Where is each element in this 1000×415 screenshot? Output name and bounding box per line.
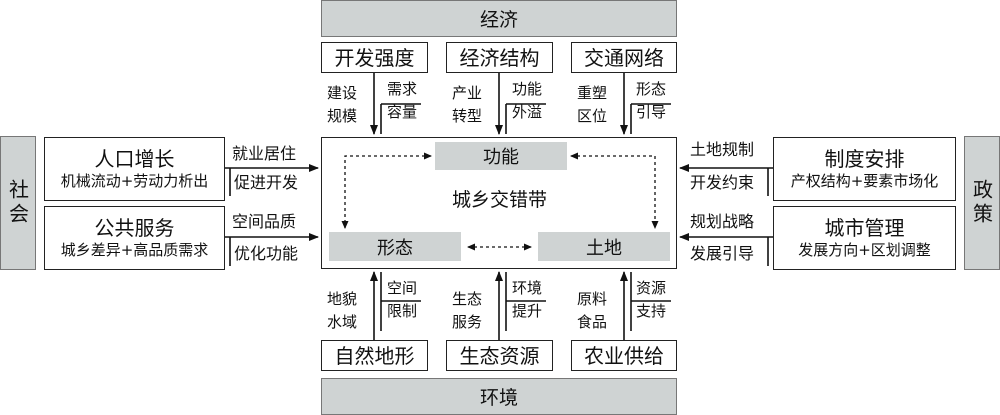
- transport-network-box: 交通网络: [571, 42, 677, 73]
- land-label: 土地: [586, 237, 622, 259]
- function-form-link: [341, 152, 432, 229]
- function-land-link: [570, 152, 659, 229]
- arrow-label: 开发约束: [690, 173, 755, 192]
- arrow-label: 优化功能: [234, 244, 299, 263]
- box-title: 制度安排: [824, 147, 905, 171]
- arrow-label: 地貌水域: [326, 290, 357, 331]
- society-label: 社会: [5, 179, 30, 227]
- policy-label: 政策: [969, 179, 994, 227]
- box-subtitle: 机械流动+劳动力析出: [60, 172, 209, 190]
- arrow-label: 原料食品: [576, 290, 607, 331]
- box-label: 经济结构: [459, 45, 540, 70]
- arrow-label: 环境提升: [511, 279, 542, 320]
- land-node: 土地: [538, 232, 670, 261]
- function-node: 功能: [435, 142, 567, 170]
- natural-terrain-box: 自然地形: [321, 340, 428, 371]
- economic-structure-box: 经济结构: [446, 42, 553, 73]
- population-growth-box: 人口增长 机械流动+劳动力析出: [44, 137, 225, 201]
- form-label: 形态: [377, 237, 413, 259]
- box-label: 农业供给: [584, 343, 664, 368]
- economy-band: 经济: [321, 0, 677, 37]
- arrow-label: 需求容量: [386, 80, 417, 121]
- arrow-label: 重塑区位: [576, 84, 607, 125]
- box-label: 自然地形: [334, 343, 415, 368]
- arrow-label: 就业居住: [232, 144, 297, 163]
- arrow-label: 产业转型: [451, 84, 482, 125]
- economy-label: 经济: [479, 9, 518, 31]
- society-band: 社会: [0, 136, 36, 270]
- box-subtitle: 产权结构+要素市场化: [790, 172, 939, 190]
- box-title: 人口增长: [94, 147, 175, 171]
- agricultural-supply-box: 农业供给: [571, 340, 677, 371]
- arrow-label: 功能外溢: [511, 80, 542, 121]
- box-title: 城市管理: [824, 216, 905, 240]
- arrow-label: 空间限制: [386, 279, 417, 320]
- box-subtitle: 发展方向+区划调整: [798, 241, 931, 259]
- arrow-label: 建设规模: [326, 84, 357, 125]
- environment-label: 环境: [479, 387, 518, 409]
- arrow-label: 生态服务: [451, 290, 482, 331]
- arrow-label: 发展引导: [690, 244, 755, 263]
- center-title: 城乡交错带: [452, 189, 548, 211]
- box-subtitle: 城乡差异+高品质需求: [60, 241, 209, 259]
- box-title: 公共服务: [94, 216, 175, 240]
- public-services-box: 公共服务 城乡差异+高品质需求: [44, 206, 225, 270]
- arrow-label: 促进开发: [234, 173, 299, 192]
- box-label: 开发强度: [334, 45, 415, 70]
- box-label: 生态资源: [459, 343, 540, 368]
- ecological-resources-box: 生态资源: [446, 340, 553, 371]
- institutional-arrangement-box: 制度安排 产权结构+要素市场化: [773, 137, 956, 201]
- box-label: 交通网络: [584, 45, 664, 70]
- form-node: 形态: [329, 232, 461, 261]
- arrow-label: 空间品质: [232, 212, 297, 231]
- urban-rural-fringe-box: [321, 137, 677, 269]
- arrow-label: 土地规制: [690, 140, 755, 159]
- arrow-label: 资源支持: [635, 279, 666, 320]
- development-intensity-box: 开发强度: [321, 42, 428, 73]
- urban-management-box: 城市管理 发展方向+区划调整: [773, 206, 956, 270]
- arrow-label: 形态引导: [635, 80, 666, 121]
- function-label: 功能: [483, 147, 519, 168]
- arrow-label: 规划战略: [690, 212, 755, 231]
